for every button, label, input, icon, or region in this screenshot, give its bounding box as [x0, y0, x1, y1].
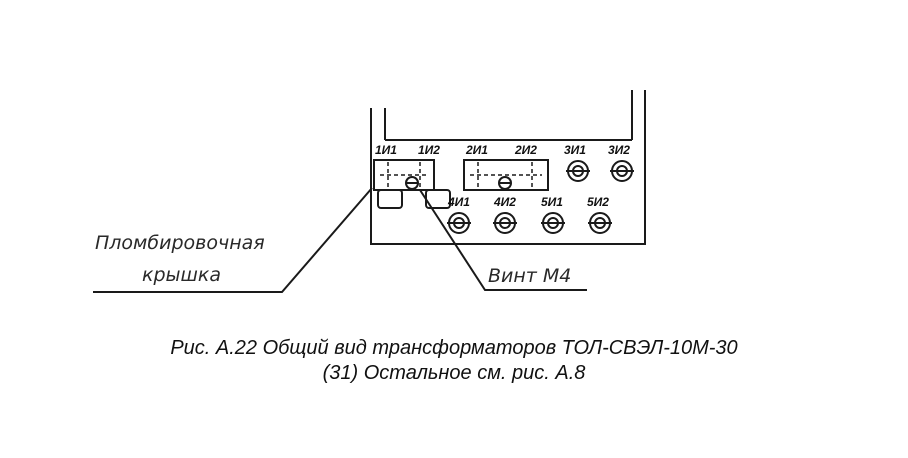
leader-line-screw	[419, 189, 587, 291]
terminal-label-2i2: 2И2	[514, 143, 537, 157]
terminal-label-5i2: 5И2	[587, 195, 609, 209]
terminal-5i2	[588, 212, 612, 234]
terminal-3i2	[610, 160, 634, 182]
figure-caption-line2: (31) Остальное см. рис. А.8	[322, 362, 586, 384]
sealing-cover-right	[463, 159, 549, 191]
sealing-cover-left	[373, 159, 451, 209]
screw-m4-right	[498, 176, 512, 190]
terminal-label-2i1: 2И1	[465, 143, 488, 157]
screw-m4-left	[405, 176, 419, 190]
terminal-label-3i1: 3И1	[564, 143, 586, 157]
terminal-3i1	[566, 160, 590, 182]
terminal-5i1	[541, 212, 565, 234]
terminal-label-5i1: 5И1	[541, 195, 563, 209]
terminal-4i1	[447, 212, 471, 234]
figure-caption-line1: Рис. А.22 Общий вид трансформаторов ТОЛ-…	[170, 337, 738, 359]
callout-screw: Винт М4	[488, 265, 571, 287]
terminal-4i2	[493, 212, 517, 234]
callout-cover-line1: Пломбировочная	[95, 232, 265, 254]
leader-line-cover	[93, 187, 373, 293]
terminal-label-4i1: 4И1	[447, 195, 470, 209]
terminal-label-1i1: 1И1	[375, 143, 397, 157]
terminal-block-drawing: 1И1 1И2 2И1 2И2 3И1 3И2 4И1 4И2 5И1 5И2 …	[93, 90, 646, 293]
terminal-label-3i2: 3И2	[608, 143, 630, 157]
terminal-label-1i2: 1И2	[418, 143, 440, 157]
callout-cover-line2: крышка	[142, 264, 221, 286]
housing-outline	[370, 90, 646, 245]
terminal-label-4i2: 4И2	[493, 195, 516, 209]
